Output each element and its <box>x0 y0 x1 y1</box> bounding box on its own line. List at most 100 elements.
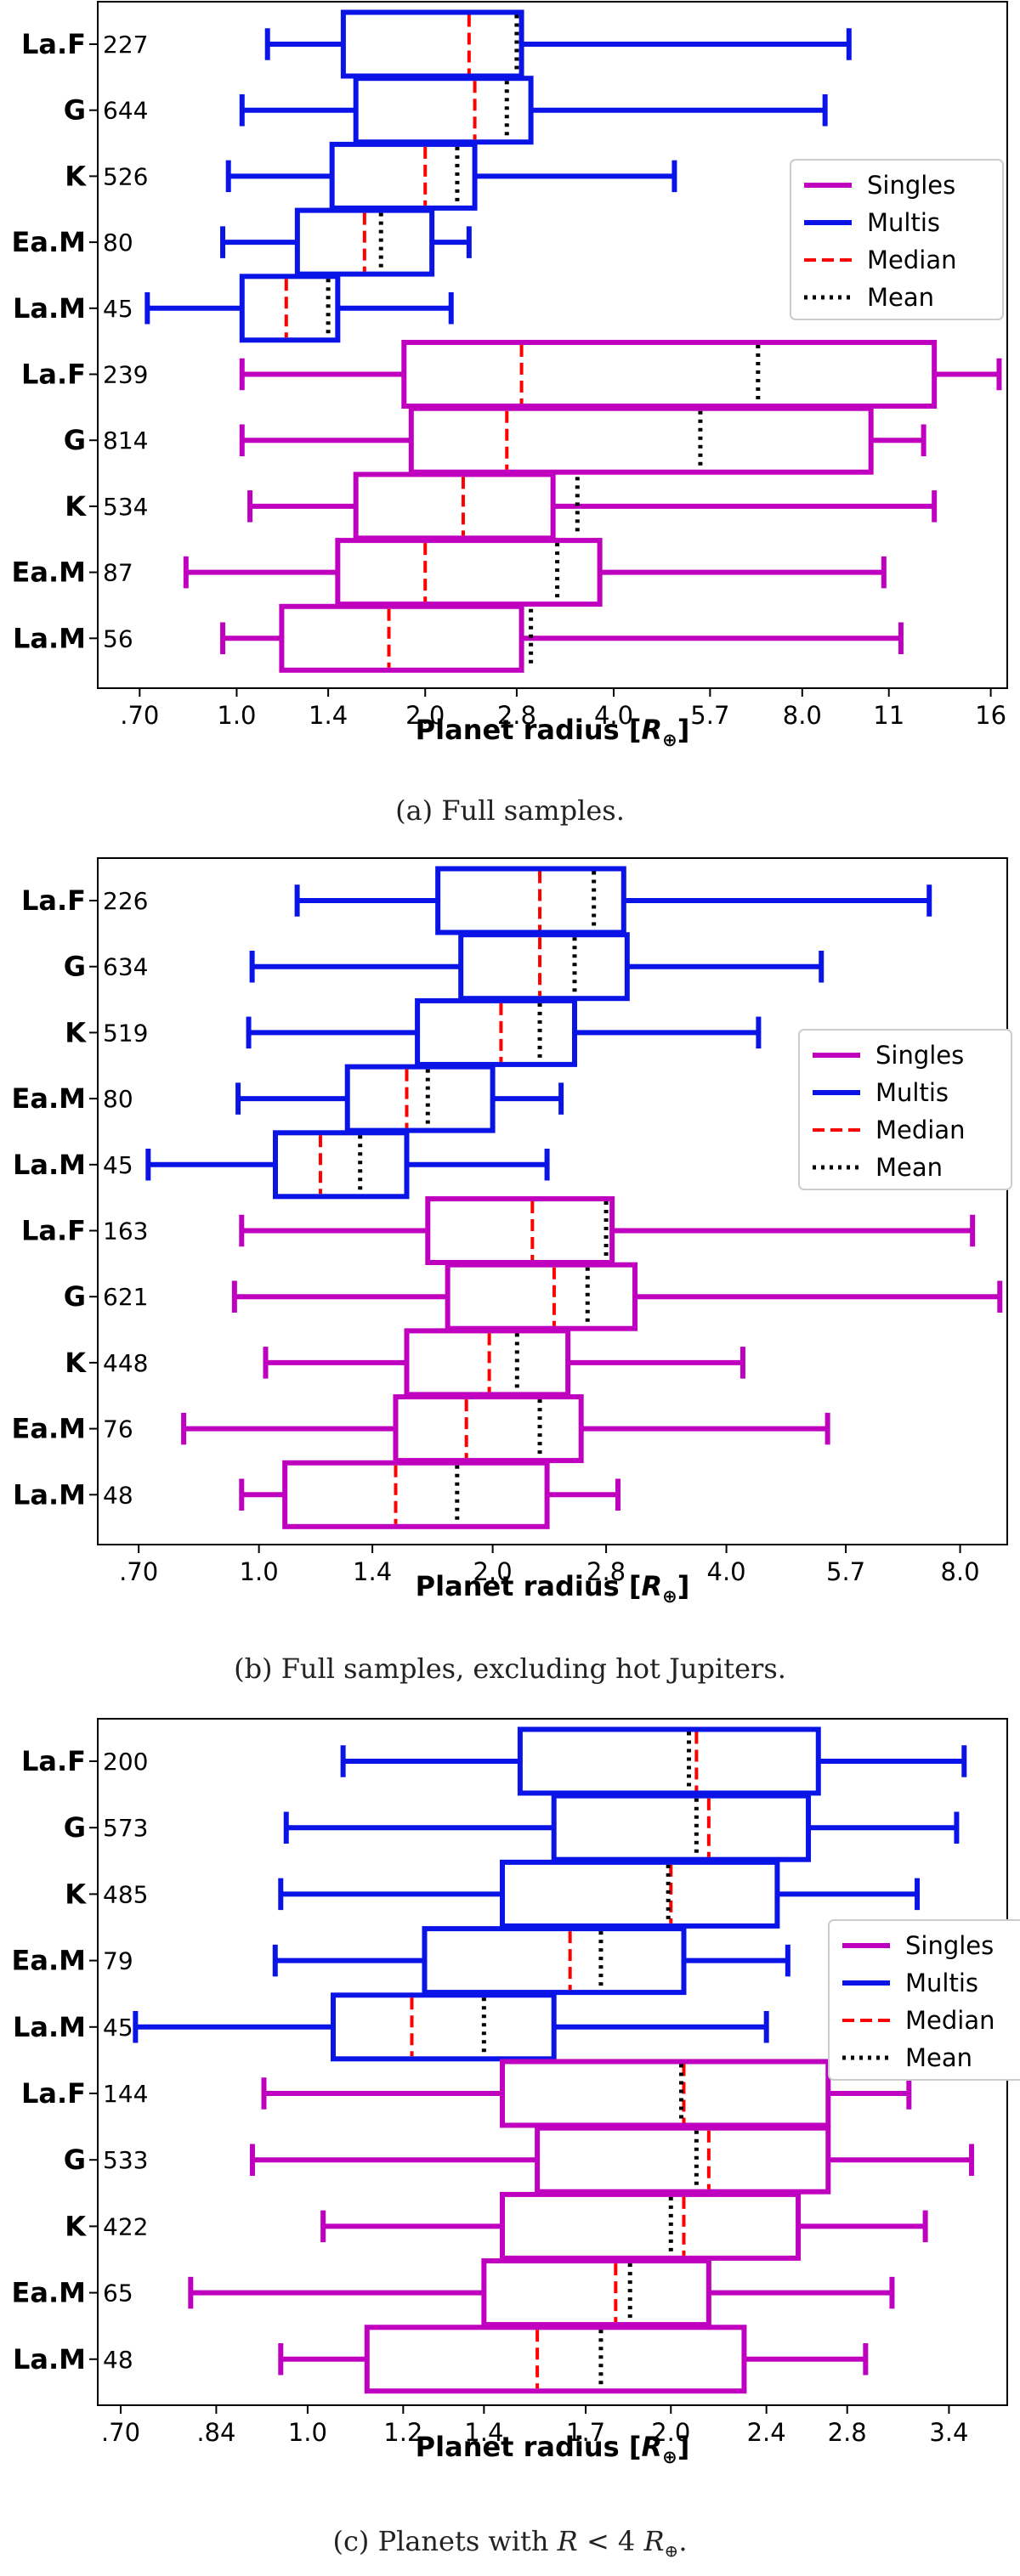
box <box>408 405 874 475</box>
row-count: 526 <box>103 162 148 190</box>
box-row: G 814 <box>64 405 926 475</box>
row-label: Ea.M <box>12 1413 86 1445</box>
x-tick-label: 16 <box>975 701 1006 730</box>
row-label: K <box>65 1878 87 1910</box>
x-tick-label: 5.7 <box>826 1557 865 1586</box>
x-tick-label: 1.0 <box>288 2418 327 2447</box>
legend-label-singles: Singles <box>905 1931 994 1960</box>
row-label: K <box>65 1016 87 1048</box>
legend-label-multis: Multis <box>905 1969 978 1997</box>
row-label: La.F <box>21 1215 86 1247</box>
legend-label-multis: Multis <box>876 1078 949 1107</box>
row-count: 79 <box>103 1947 133 1975</box>
box <box>415 997 577 1067</box>
row-label: La.M <box>13 2011 86 2043</box>
row-label: La.M <box>13 1149 86 1181</box>
x-tick-label: .70 <box>101 2418 140 2447</box>
row-count: 814 <box>103 427 148 455</box>
row-label: K <box>65 2210 87 2242</box>
row-count: 45 <box>103 2014 133 2042</box>
row-label: La.M <box>13 1478 86 1511</box>
box <box>499 2059 831 2128</box>
row-count: 519 <box>103 1019 148 1047</box>
row-label: K <box>65 1347 87 1379</box>
row-label: La.F <box>21 359 86 391</box>
row-label: Ea.M <box>12 1945 86 1977</box>
x-tick-label: 3.4 <box>929 2418 968 2447</box>
x-tick-label: 1.2 <box>383 2418 422 2447</box>
x-tick-label: 8.0 <box>940 1557 979 1586</box>
x-tick-label: .70 <box>120 701 159 730</box>
legend-label-singles: Singles <box>867 171 955 200</box>
row-count: 56 <box>103 624 133 652</box>
row-count: 634 <box>103 953 148 981</box>
row-count: 87 <box>103 559 133 587</box>
x-axis-label: Planet radius [R⊕] <box>416 2431 690 2467</box>
row-label: K <box>65 160 87 192</box>
x-tick-label: 11 <box>873 701 904 730</box>
x-tick-label: 4.0 <box>707 1557 746 1586</box>
row-label: Ea.M <box>12 556 86 589</box>
x-tick-label: 2.0 <box>651 2418 690 2447</box>
x-tick-label: 2.0 <box>473 1557 513 1586</box>
caption-c-var2: R <box>643 2525 665 2557</box>
legend-label-mean: Mean <box>867 283 934 312</box>
x-tick-label: 1.4 <box>464 2418 503 2447</box>
box <box>422 1926 687 1996</box>
row-count: 65 <box>103 2279 133 2308</box>
box <box>330 1992 557 2062</box>
box <box>551 1793 812 1862</box>
x-tick-label: 1.7 <box>566 2418 605 2447</box>
row-label: G <box>64 424 86 456</box>
x-tick-label: 2.0 <box>405 701 445 730</box>
row-count: 80 <box>103 1085 133 1113</box>
legend-label-median: Median <box>905 2006 994 2035</box>
box <box>239 274 341 343</box>
legend-label-singles: Singles <box>876 1041 964 1070</box>
row-count: 48 <box>103 2346 133 2374</box>
x-tick-label: .70 <box>119 1557 158 1586</box>
row-label: La.F <box>21 1745 86 1777</box>
box-row: K 519 <box>65 997 762 1067</box>
x-tick-label: 2.8 <box>828 2418 867 2447</box>
row-label: La.F <box>21 884 86 917</box>
box <box>535 2125 831 2195</box>
x-tick-label: .84 <box>196 2418 235 2447</box>
row-count: 163 <box>103 1217 148 1246</box>
legend-label-mean: Mean <box>905 2043 972 2072</box>
row-count: 533 <box>103 2146 148 2174</box>
row-count: 226 <box>103 887 148 915</box>
box <box>364 2325 747 2394</box>
row-count: 45 <box>103 1151 133 1179</box>
legend-label-mean: Mean <box>876 1153 943 1182</box>
row-count: 644 <box>103 97 148 125</box>
legend-label-median: Median <box>876 1116 965 1144</box>
row-count: 48 <box>103 1481 133 1509</box>
legend-label-multis: Multis <box>867 208 940 237</box>
row-count: 200 <box>103 1748 148 1776</box>
x-tick-label: 1.0 <box>240 1557 279 1586</box>
row-count: 76 <box>103 1415 133 1443</box>
box-row: Ea.M 79 <box>12 1926 790 1996</box>
caption-a: (a) Full samples. <box>395 794 625 827</box>
row-count: 239 <box>103 361 148 389</box>
row-label: K <box>65 490 87 523</box>
row-label: La.F <box>21 28 86 60</box>
